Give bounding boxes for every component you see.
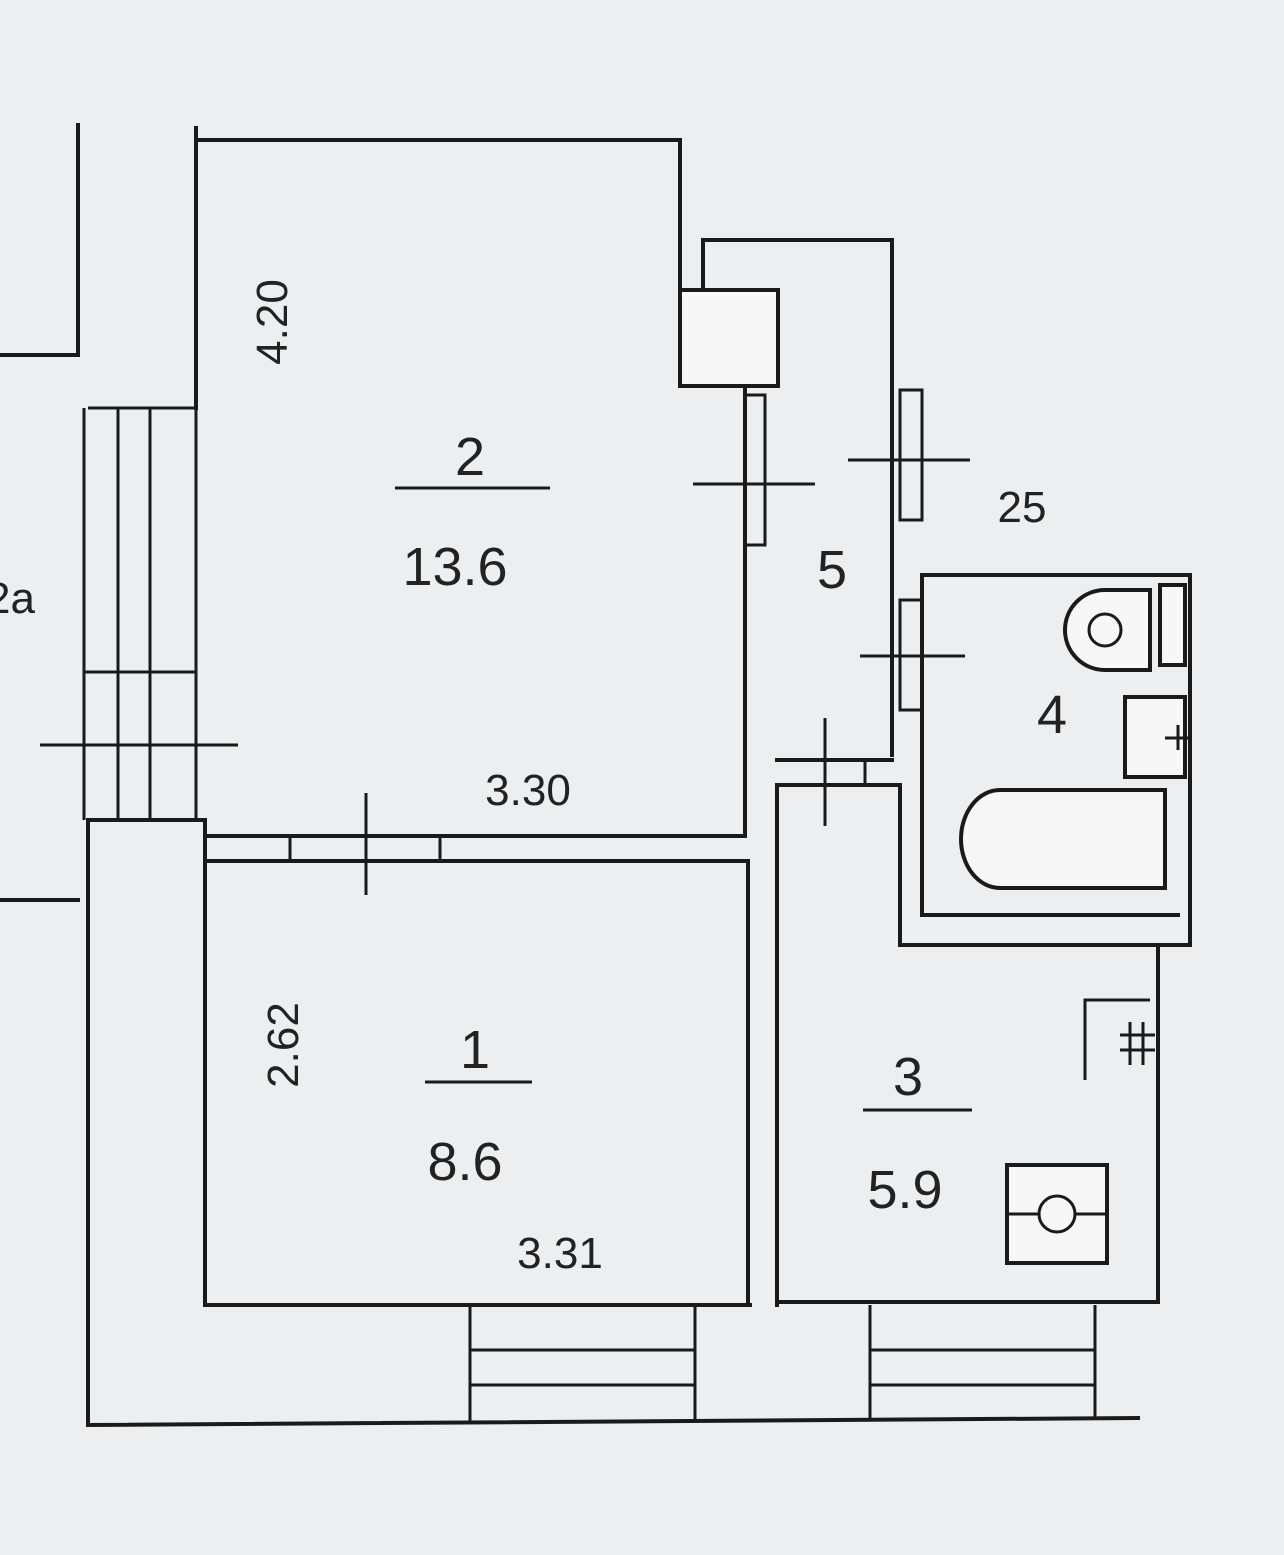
left-window xyxy=(40,406,238,820)
room-1-height-dimension: 2.62 xyxy=(259,1002,308,1088)
room-1-number: 1 xyxy=(460,1020,490,1080)
room-2-height-dimension: 4.20 xyxy=(248,279,297,365)
riser-icon xyxy=(1083,998,1155,1080)
room-3-number: 3 xyxy=(893,1047,923,1107)
bottom-windows xyxy=(468,1305,1097,1422)
toilet-icon xyxy=(1063,583,1187,672)
corridor-dimension: 25 xyxy=(998,483,1047,532)
room-5-number: 5 xyxy=(817,540,847,600)
stove-icon xyxy=(1005,1163,1109,1265)
doors xyxy=(288,388,970,895)
neighbor-room-label: 2a xyxy=(0,574,36,623)
bathtub-icon xyxy=(959,788,1167,890)
room-1-area: 8.6 xyxy=(427,1132,502,1192)
room-2-width-dimension: 3.30 xyxy=(485,766,571,815)
room-2-area: 13.6 xyxy=(402,537,507,597)
room-3-area: 5.9 xyxy=(867,1160,942,1220)
room-2-number: 2 xyxy=(455,427,485,487)
room-1-width-dimension: 3.31 xyxy=(517,1229,603,1278)
ventilation-shaft xyxy=(678,288,780,388)
sink-icon xyxy=(1123,695,1190,779)
room-4-number: 4 xyxy=(1037,685,1067,745)
